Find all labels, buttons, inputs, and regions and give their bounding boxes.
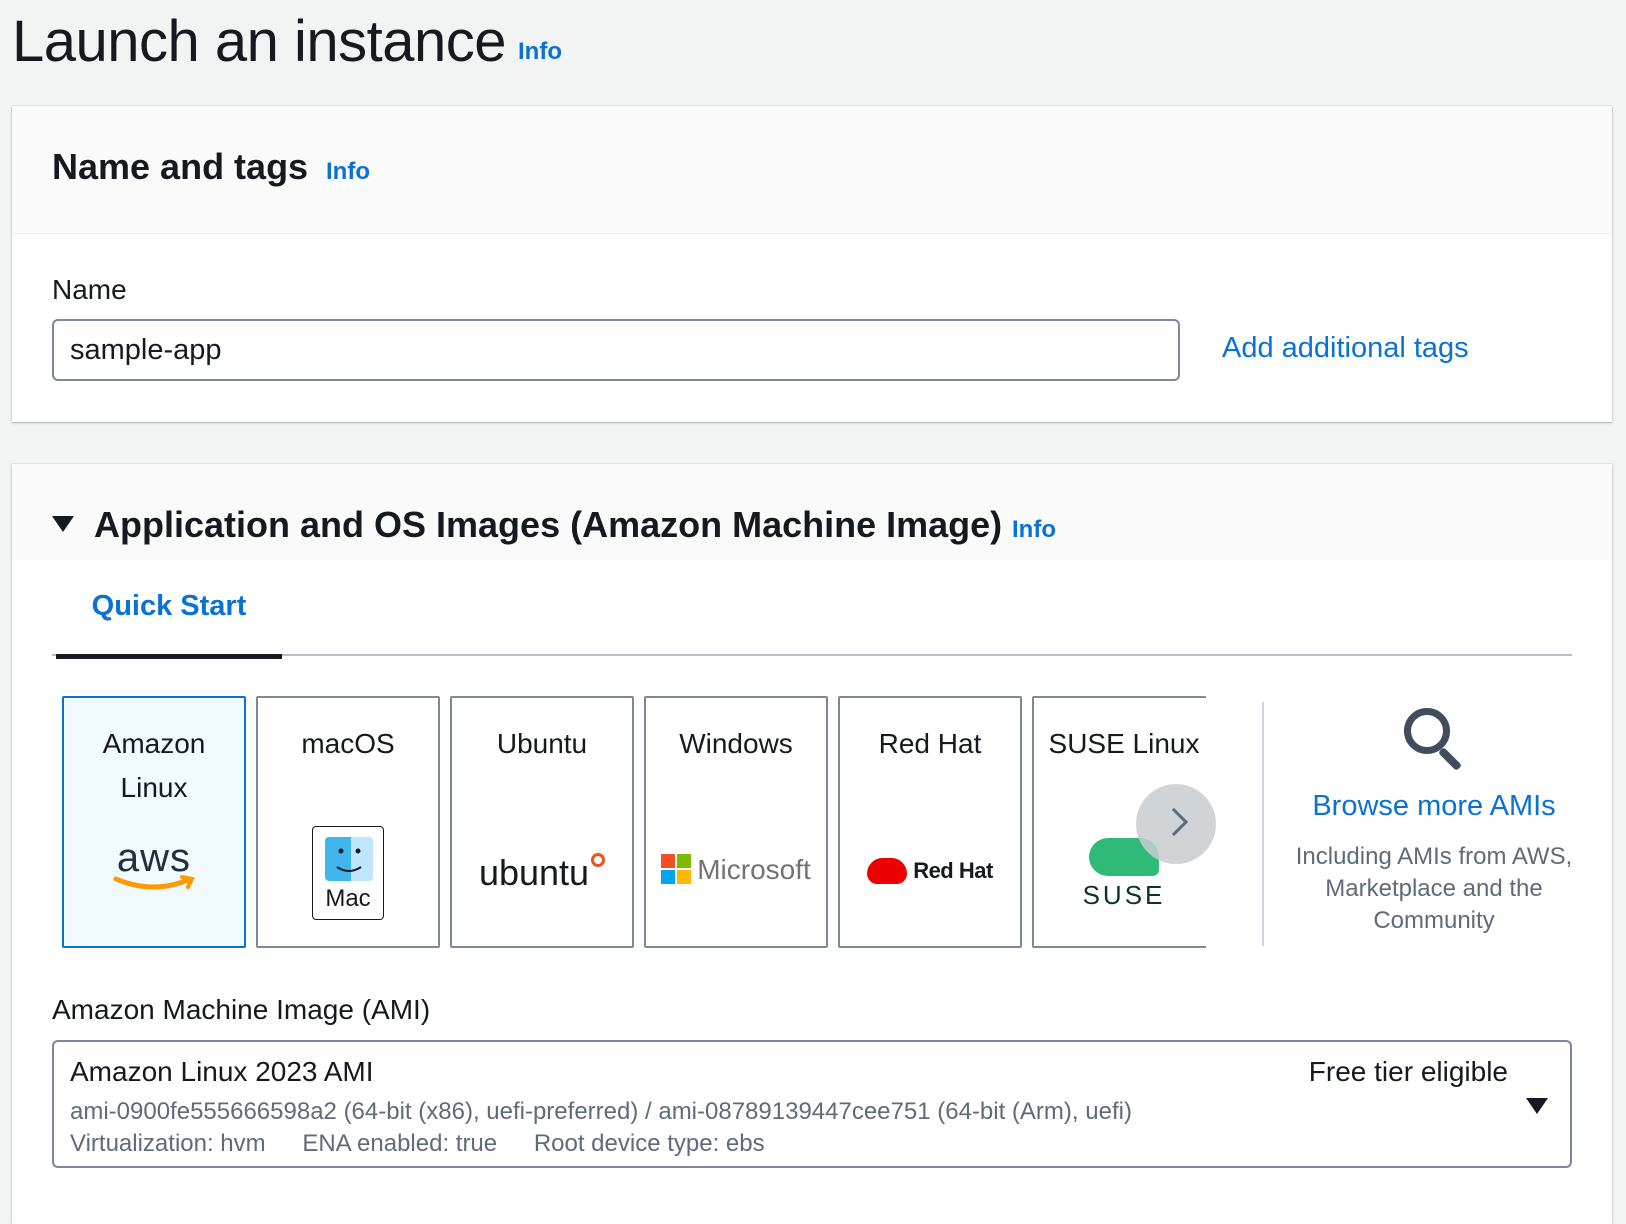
ami-label: Amazon Machine Image (AMI) xyxy=(52,994,431,1025)
ami-root-device: Root device type: ebs xyxy=(533,1130,765,1157)
os-tile-label: macOS xyxy=(301,728,395,759)
collapse-caret-icon[interactable] xyxy=(52,516,74,532)
os-tile-label: SUSE Linux xyxy=(1048,728,1200,759)
red-hat-logo-icon: Red Hat xyxy=(840,858,1020,884)
ami-ids: ami-0900fe555666598a2 (64-bit (x86), uef… xyxy=(70,1098,1132,1125)
browse-more-amis: Browse more AMIs Including AMIs from AWS… xyxy=(1264,706,1604,937)
browse-more-amis-link[interactable]: Browse more AMIs xyxy=(1312,790,1556,822)
page-title: Launch an instance xyxy=(12,9,507,74)
page-info-link[interactable]: Info xyxy=(518,38,562,65)
ami-tabs: Quick Start xyxy=(52,560,1572,659)
ami-virtualization: Virtualization: hvm xyxy=(70,1130,266,1157)
name-and-tags-info-link[interactable]: Info xyxy=(326,158,370,185)
ami-ena: ENA enabled: true xyxy=(302,1130,498,1157)
os-tile-macos[interactable]: macOS Mac xyxy=(256,696,440,948)
dropdown-caret-icon xyxy=(1526,1098,1548,1114)
search-icon xyxy=(1402,706,1466,772)
name-and-tags-heading: Name and tags xyxy=(52,146,309,187)
aws-logo-icon: aws xyxy=(64,836,244,893)
mac-finder-icon: Mac xyxy=(312,826,384,920)
ami-section-heading: Application and OS Images (Amazon Machin… xyxy=(94,504,1003,545)
ubuntu-logo-icon: ubuntu xyxy=(452,852,632,894)
free-tier-badge: Free tier eligible xyxy=(1308,1056,1508,1087)
vertical-divider xyxy=(1262,702,1264,946)
name-and-tags-panel: Name and tags Info Name Add additional t… xyxy=(12,106,1612,422)
ami-section-info-link[interactable]: Info xyxy=(1012,516,1056,543)
tab-quick-start[interactable]: Quick Start xyxy=(56,560,282,659)
microsoft-logo-icon: Microsoft xyxy=(646,854,826,886)
browse-more-amis-description: Including AMIs from AWS, Marketplace and… xyxy=(1295,843,1573,934)
add-additional-tags-link[interactable]: Add additional tags xyxy=(1222,332,1469,364)
chevron-right-icon xyxy=(1159,807,1189,837)
os-tile-ubuntu[interactable]: Ubuntu ubuntu xyxy=(450,696,634,948)
ami-select[interactable]: Amazon Linux 2023 AMI Free tier eligible… xyxy=(52,1040,1572,1168)
name-label: Name xyxy=(52,274,127,305)
ami-name: Amazon Linux 2023 AMI xyxy=(70,1056,374,1087)
os-tile-row: Amazon Linux aws macOS Mac Ubuntu ubuntu xyxy=(62,696,1206,948)
os-tile-amazon-linux[interactable]: Amazon Linux aws xyxy=(62,696,246,948)
os-tile-label: Red Hat xyxy=(878,728,982,759)
ami-section-header[interactable]: Application and OS Images (Amazon Machin… xyxy=(12,464,1612,560)
name-and-tags-header: Name and tags Info xyxy=(12,106,1612,234)
name-input[interactable] xyxy=(52,319,1180,381)
os-tile-label: Amazon Linux xyxy=(102,728,206,803)
os-tile-label: Windows xyxy=(679,728,793,759)
os-tile-windows[interactable]: Windows Microsoft xyxy=(644,696,828,948)
ami-meta: Virtualization: hvm ENA enabled: true Ro… xyxy=(70,1130,795,1158)
os-tile-label: Ubuntu xyxy=(496,728,588,759)
os-tile-red-hat[interactable]: Red Hat Red Hat xyxy=(838,696,1022,948)
next-tiles-button[interactable] xyxy=(1136,784,1216,864)
os-tile-suse-linux[interactable]: SUSE Linux SUSE xyxy=(1032,696,1206,948)
